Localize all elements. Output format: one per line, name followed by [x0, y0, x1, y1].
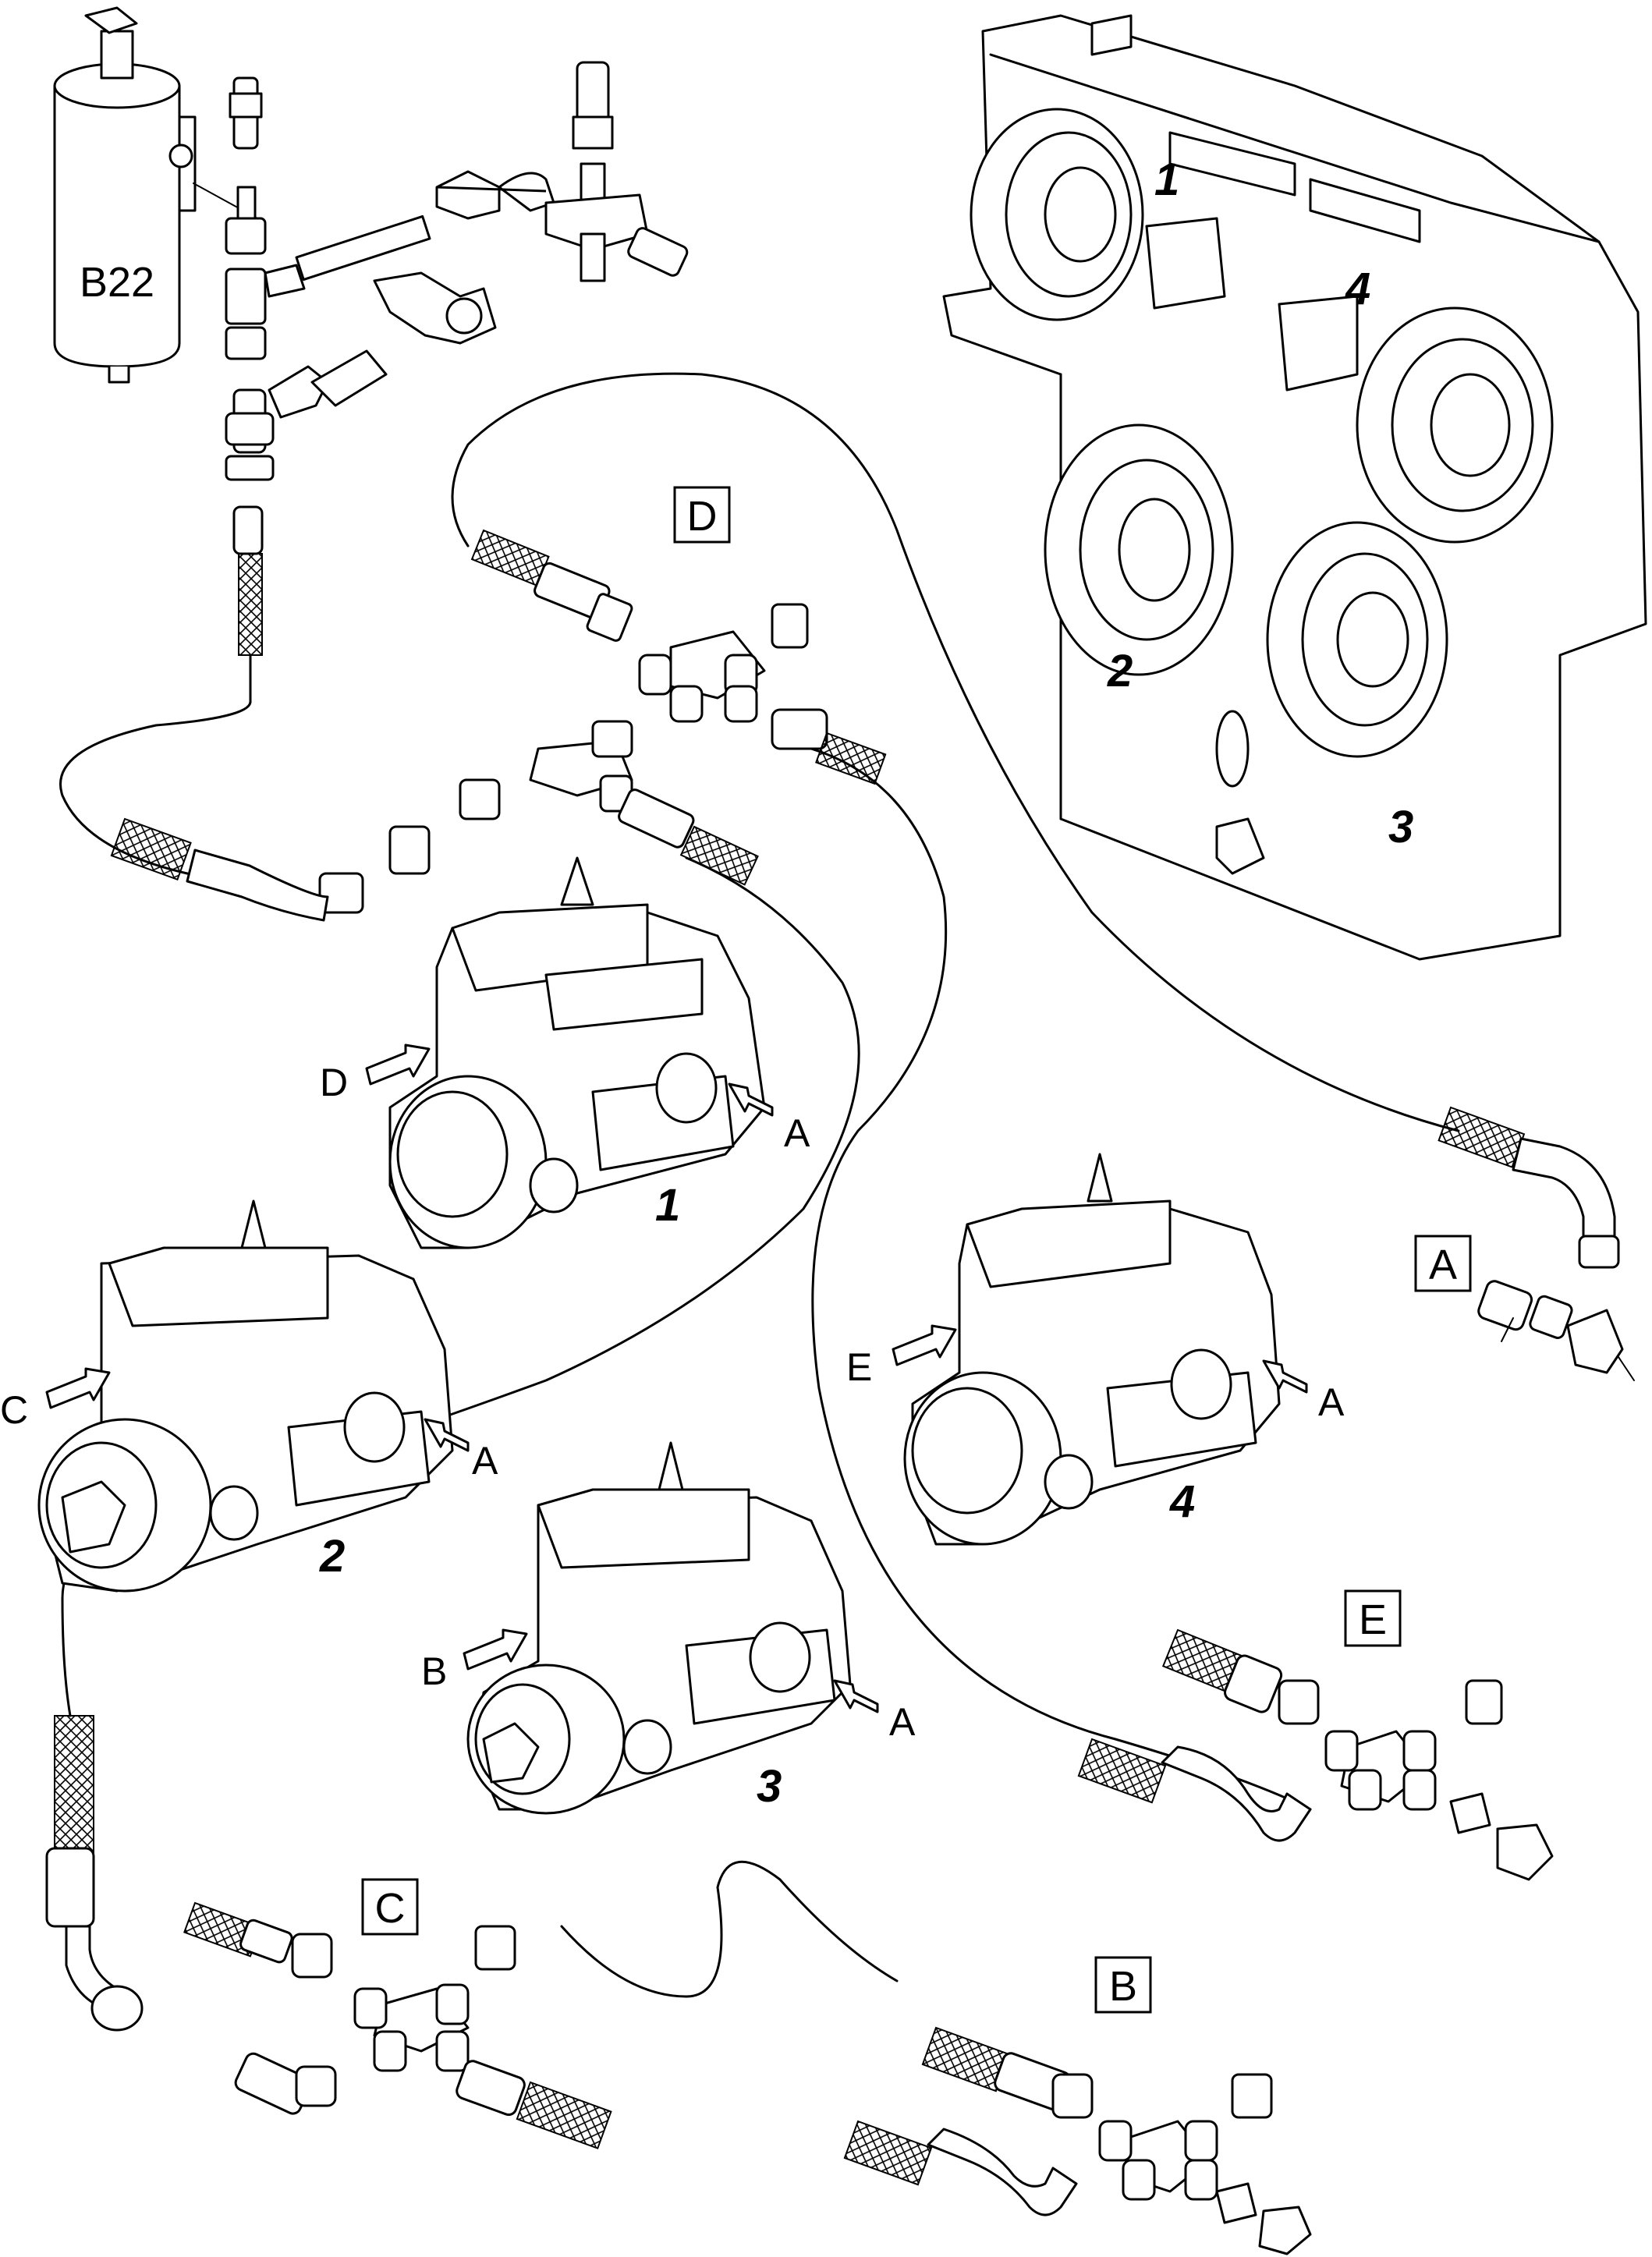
gearbox-port-2-label: 2	[1107, 646, 1133, 696]
detail-e-box	[1344, 1589, 1402, 1647]
pump-4-number: 4	[1169, 1476, 1195, 1527]
pump-1: 1 D A	[320, 856, 810, 1249]
pump-4-arrow-right-label: A	[1318, 1380, 1345, 1424]
detail-d-assembly: D	[110, 486, 887, 922]
gearbox-port-3-label: 3	[1388, 802, 1413, 852]
pump-3: 3 B A	[421, 1441, 916, 1815]
pump-4-arrow-left-label: E	[846, 1345, 872, 1389]
filter-label: B22	[80, 259, 154, 306]
detail-a-label: A	[1429, 1242, 1457, 1288]
pump-3-arrow-right-label: A	[889, 1700, 916, 1744]
detail-b-label: B	[1109, 1963, 1137, 2010]
detail-a-assembly: A	[1414, 1106, 1635, 1381]
detail-c-box	[361, 1878, 419, 1936]
pump-3-number: 3	[757, 1761, 782, 1812]
pump-3-arrow-left-label: B	[421, 1649, 447, 1693]
pump-2: 2 C A	[0, 1199, 498, 1593]
pump-2-arrow-left-label: C	[0, 1388, 28, 1432]
detail-c-assembly: C	[45, 1715, 612, 2149]
gearbox-port-4-label: 4	[1345, 264, 1370, 314]
pump-4: 4 E A	[846, 1153, 1345, 1546]
pump-1-arrow-left-label: D	[320, 1061, 348, 1104]
filter-b22: B22	[53, 6, 197, 384]
detail-b-assembly: B	[843, 1956, 1312, 2255]
detail-d-box	[673, 486, 731, 544]
detail-c-label: C	[375, 1885, 406, 1932]
detail-e-label: E	[1359, 1596, 1387, 1643]
filter-fittings	[193, 76, 555, 703]
gearbox-port-1-label: 1	[1154, 154, 1179, 205]
top-cross-fitting	[436, 61, 689, 282]
detail-e-assembly: E	[1077, 1589, 1554, 1881]
pump-1-arrow-right-label: A	[784, 1111, 810, 1155]
pump-1-number: 1	[655, 1180, 680, 1231]
detail-a-box	[1414, 1235, 1472, 1292]
pump-2-number: 2	[319, 1531, 345, 1582]
detail-d-label: D	[687, 493, 718, 540]
pump-2-arrow-right-label: A	[472, 1439, 498, 1483]
detail-b-box	[1094, 1956, 1152, 2014]
gearbox: 1 2 3 4	[942, 14, 1647, 961]
